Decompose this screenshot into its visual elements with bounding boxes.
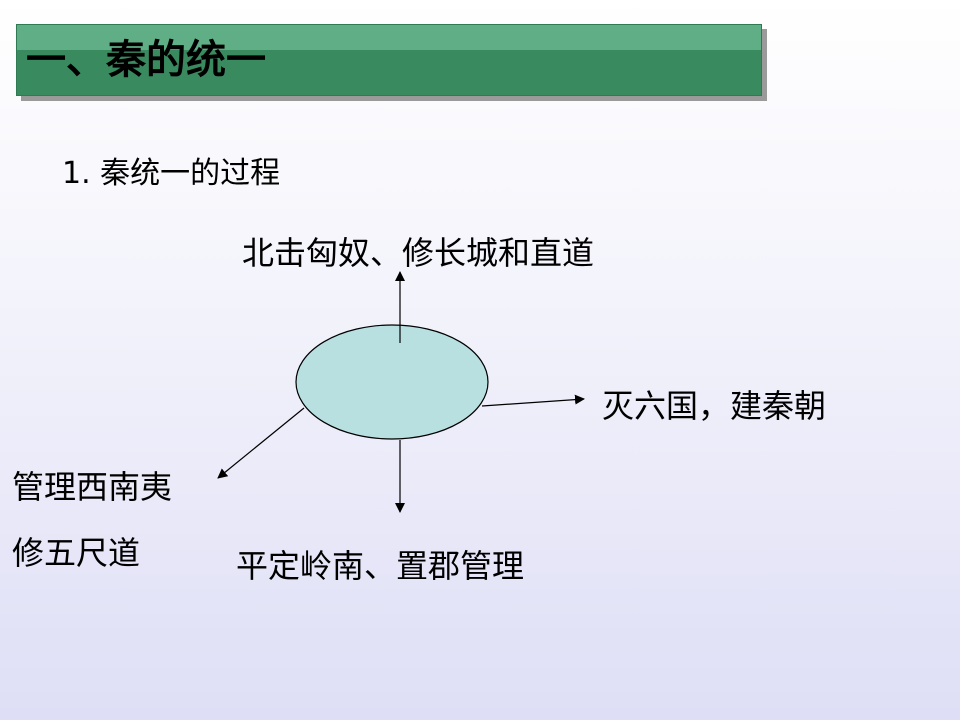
- arrow-southwest: [217, 407, 305, 479]
- label-southwest-line1: 管理西南夷: [12, 468, 173, 506]
- center-ellipse: [295, 324, 489, 440]
- label-east: 灭六国，建秦朝: [602, 387, 827, 425]
- arrow-east: [481, 394, 585, 407]
- slide-title: 一、秦的统一: [26, 37, 266, 83]
- label-north: 北击匈奴、修长城和直道: [242, 234, 595, 272]
- label-south: 平定岭南、置郡管理: [236, 547, 525, 585]
- title-bar: [16, 24, 762, 96]
- label-southwest-line2: 修五尺道: [12, 534, 141, 572]
- section-subtitle: 1. 秦统一的过程: [62, 156, 281, 191]
